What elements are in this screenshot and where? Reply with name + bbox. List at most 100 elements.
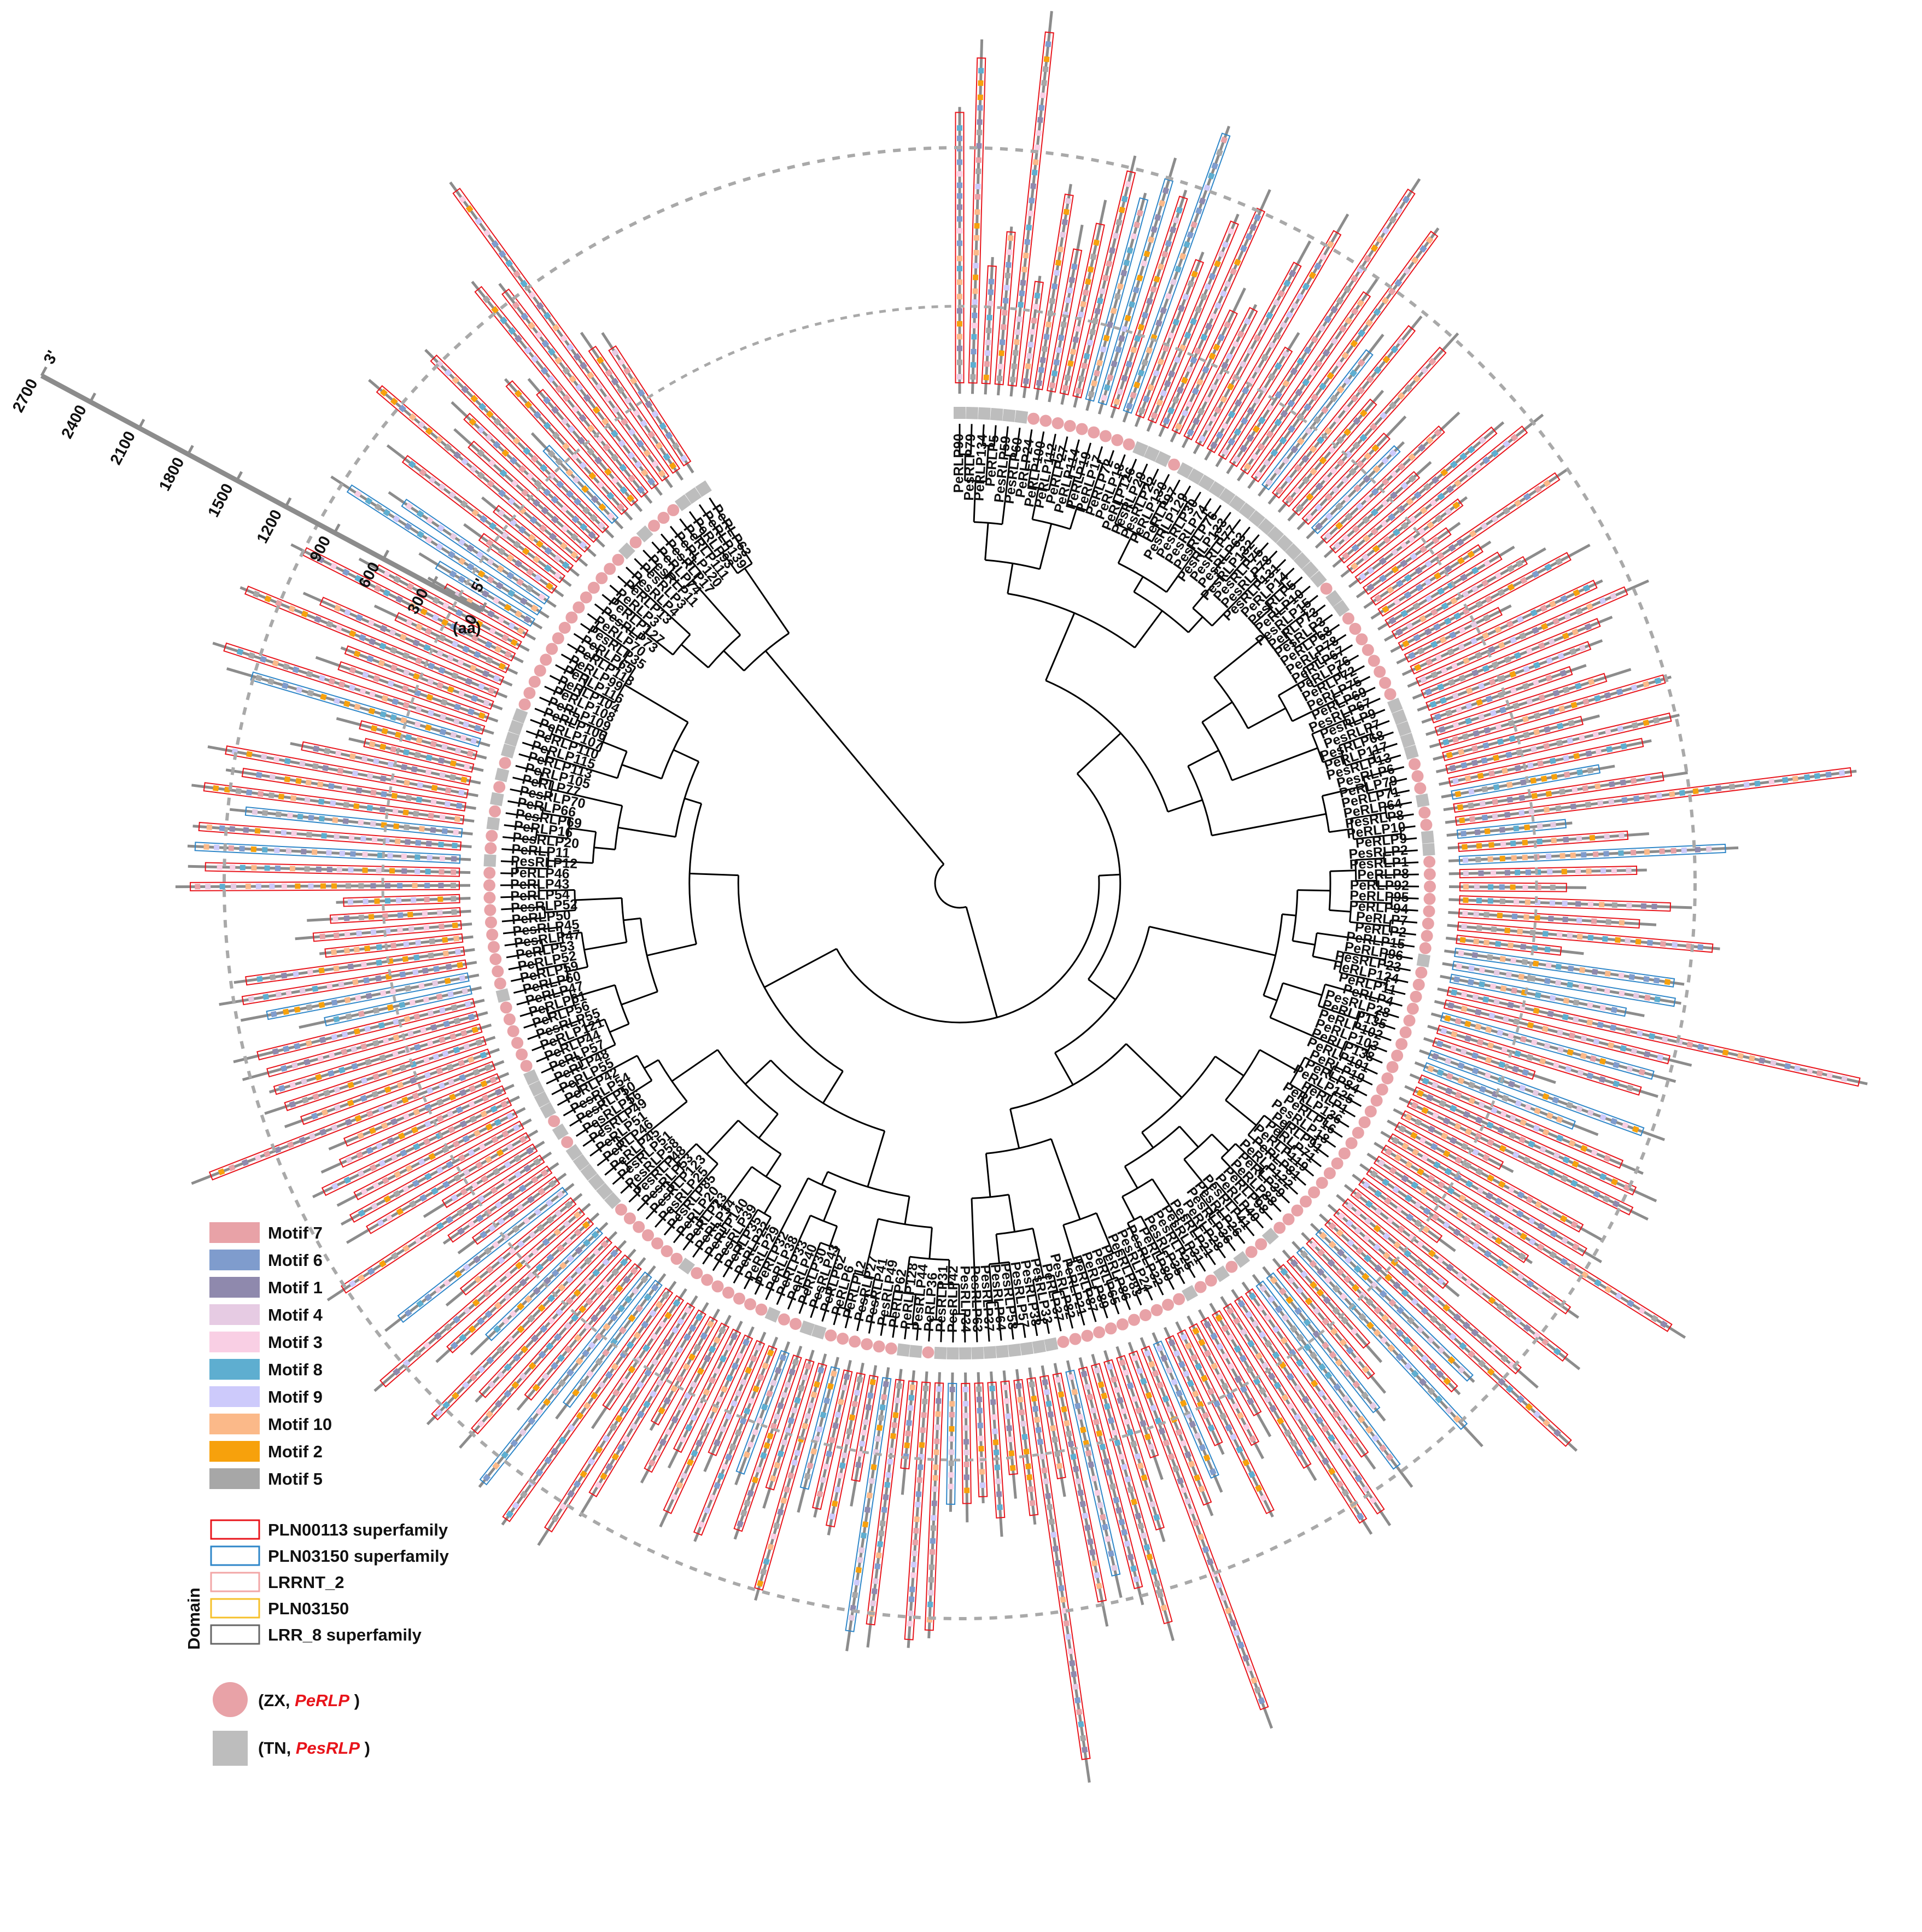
motif-block [1453,612,1461,620]
motif-block [428,813,434,819]
motif-block [921,1412,927,1419]
motif-block [1468,1097,1476,1105]
motif-block [1559,789,1565,795]
domain-legend-title: Domain [184,1587,203,1650]
motif-block [404,779,410,786]
motif-block [1431,476,1440,484]
motif-block [1613,1080,1620,1088]
motif-block [1440,667,1448,674]
motif-block [1497,912,1503,919]
motif-block [1169,226,1177,234]
motif-block [415,839,422,846]
motif-block [851,1591,858,1598]
motif-block [1037,116,1043,123]
pe-leaf-marker [885,1342,897,1355]
motif-block [349,753,356,760]
motif-block [957,255,962,261]
motif-block [1187,231,1194,238]
domain-box [1398,552,1572,651]
scale-unit-label: (aa) [453,620,481,637]
motif-block [1234,399,1242,407]
motif-block [213,785,219,792]
motif-block [1456,538,1464,546]
motif-block [289,866,296,872]
motif-block [1506,781,1513,789]
motif-block [1094,1367,1101,1374]
motif-block [1482,664,1489,673]
motif-block [1004,272,1011,279]
motif-block [1204,283,1212,291]
motif-block [1185,365,1194,373]
motif-block [1544,563,1552,571]
motif-block [1511,913,1518,920]
motif-block [1002,1384,1009,1391]
motif-block [823,1397,831,1404]
motif-block [1322,475,1330,483]
motif-block [364,1025,371,1032]
motif-block [915,1502,921,1508]
motif-block [1446,485,1454,493]
motif-block [471,694,478,702]
motif-block [248,996,255,1002]
motif-block [1026,353,1033,359]
pe-leaf-marker [595,572,608,585]
motif-block [1321,406,1329,415]
motif-block [358,914,365,920]
domain-box [1442,715,1584,761]
motif-block [307,969,313,976]
tree-branch [1045,612,1076,681]
motif-block [366,1110,373,1118]
domain-box [1059,223,1105,395]
motif-block [206,824,213,831]
motif-block [1187,280,1195,288]
motif-block [1397,337,1405,346]
motif-block [892,1412,899,1419]
motif-block [368,708,376,715]
motif-block [1085,278,1091,285]
motif-block [392,698,399,705]
motif-block [308,814,314,821]
motif-block [267,678,274,685]
motif-block [456,802,463,809]
motif-block [1475,856,1481,863]
motif-block [1096,1430,1103,1437]
motif-block [963,1400,969,1406]
motif-block [1484,828,1491,834]
motif-block [1333,542,1341,550]
motif-block [1051,283,1058,290]
motif-block [848,1614,855,1621]
motif-block [1327,372,1335,380]
motif-block [1534,486,1542,493]
motif-block [311,849,318,855]
pe-leaf-marker [1111,434,1124,446]
motif-block [1644,849,1650,855]
scale-tick-label: 1800 [156,454,188,494]
motif-block [1686,943,1692,949]
motif-block [1463,884,1469,890]
protein-backbone [1407,579,1650,688]
motif-block [844,1438,851,1445]
motif-block [1072,1466,1079,1473]
motif-block [358,883,364,889]
motif-block [1143,250,1150,258]
motif-block [1452,778,1459,785]
motif-block [1218,250,1225,258]
motif-block [1562,1014,1569,1020]
motif-block [1518,1084,1526,1092]
motif-block [862,1419,869,1426]
protein-backbone [1445,769,1857,824]
motif-block [275,991,282,998]
motif-block [1515,869,1521,875]
motif-block [1089,1549,1096,1556]
motif-block [1371,488,1379,496]
motif-block [1076,1708,1083,1715]
motif-block [423,996,430,1003]
motif-block [1449,631,1457,639]
motif-block [1476,843,1482,849]
motif-block [794,1449,801,1457]
pe-leaf-marker [623,1212,636,1225]
motif-block [1468,979,1474,986]
motif-block [1132,1575,1140,1583]
motif-block [770,1379,778,1387]
motif-block [1599,1004,1606,1011]
